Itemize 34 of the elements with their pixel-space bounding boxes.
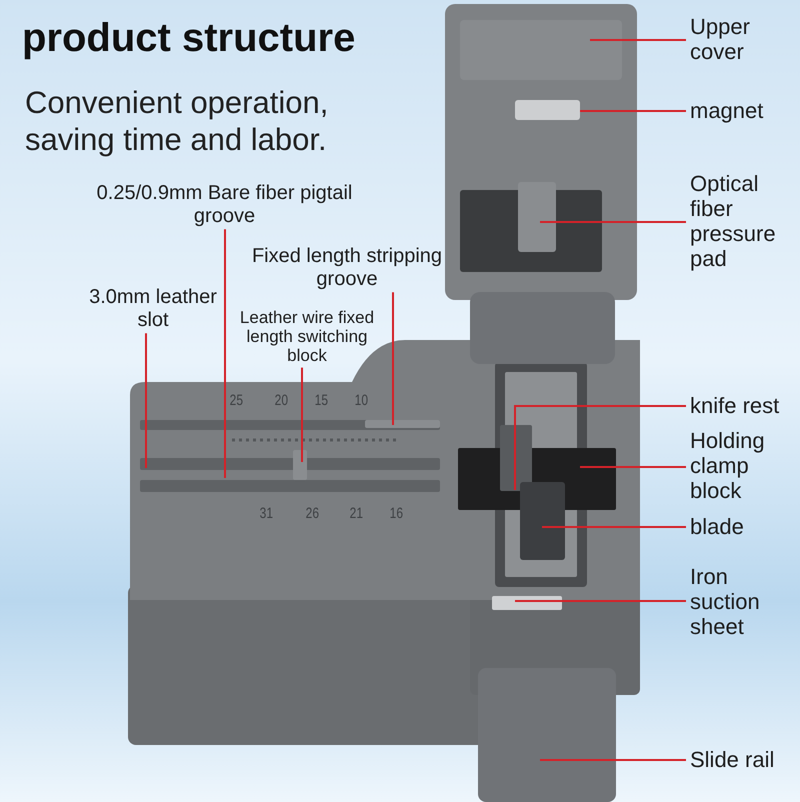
leader-line xyxy=(145,333,147,468)
leader-line xyxy=(540,759,686,761)
leader-line xyxy=(580,110,686,112)
scale-number: 10 xyxy=(354,392,368,409)
callout-label: 0.25/0.9mm Bare fiber pigtail groove xyxy=(82,182,367,228)
callout-label: Iron suction sheet xyxy=(690,565,800,640)
leader-line xyxy=(392,292,394,425)
scale-number: 15 xyxy=(314,392,328,409)
scale-number: 16 xyxy=(390,505,404,522)
callout-label: Slide rail xyxy=(690,748,800,773)
scale-number: 25 xyxy=(230,392,244,409)
scale-number: 21 xyxy=(350,505,364,522)
callout-label: Leather wire fixed length switching block xyxy=(228,308,386,366)
scale-number: 20 xyxy=(274,392,288,409)
leader-line xyxy=(542,526,686,528)
callout-label: Upper cover xyxy=(690,15,800,65)
title: product structure xyxy=(22,16,356,61)
leader-line xyxy=(224,229,226,478)
leader-line xyxy=(540,221,686,223)
callout-label: Holding clamp block xyxy=(690,429,800,504)
callout-label: Optical fiber pressure pad xyxy=(690,172,800,272)
callout-label: Fixed length stripping groove xyxy=(248,245,446,290)
callout-label: magnet xyxy=(690,99,800,124)
callout-label: blade xyxy=(690,515,800,540)
callout-label: knife rest xyxy=(690,394,800,419)
leader-line xyxy=(514,405,686,490)
leader-line xyxy=(580,466,686,468)
leader-line xyxy=(590,39,686,41)
leader-line xyxy=(301,368,303,462)
subtitle: Convenient operation, saving time and labor. xyxy=(25,84,330,158)
leader-line xyxy=(515,600,686,602)
callout-label: 3.0mm leather slot xyxy=(86,286,220,332)
scale-number: 26 xyxy=(306,505,320,522)
scale-number: 31 xyxy=(260,505,274,522)
